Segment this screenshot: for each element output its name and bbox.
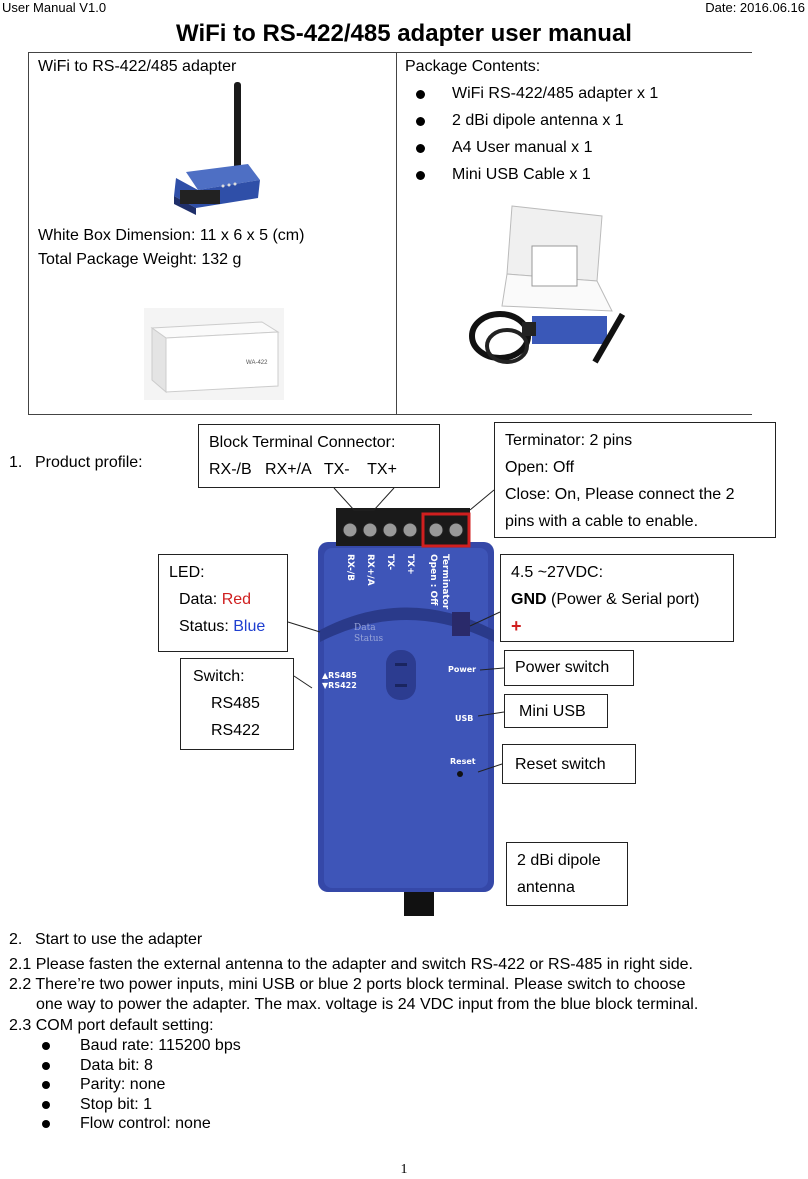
switch-option: RS485: [211, 695, 260, 712]
led-status-text: Status:: [179, 618, 234, 635]
white-box-photo: WA-422: [144, 308, 284, 400]
led-title: LED:: [169, 564, 205, 581]
terminator-label: Terminator: [440, 554, 450, 610]
power-input-callout: 4.5 ~27VDC: GND (Power & Serial port) +: [500, 554, 734, 642]
mini-usb-callout: Mini USB: [504, 694, 608, 728]
rs485-label: ▲RS485: [322, 671, 357, 680]
settings-list: Baud rate: 115200 bps Data bit: 8 Parity…: [42, 1036, 241, 1134]
led-status-value: Blue: [233, 618, 266, 635]
para-2-3: 2.3 COM port default setting:: [9, 1017, 214, 1034]
antenna-callout: 2 dBi dipole antenna: [506, 842, 628, 906]
antenna-line: antenna: [517, 879, 575, 896]
switch-option: RS422: [211, 722, 260, 739]
profile-number: 1.: [9, 454, 23, 471]
reset-switch-callout: Reset switch: [502, 744, 636, 784]
list-item: Parity: none: [42, 1075, 241, 1095]
profile-label: Product profile:: [35, 454, 143, 471]
terminator-line: Open: Off: [505, 459, 575, 476]
package-weight: Total Package Weight: 132 g: [38, 251, 242, 268]
pin-label: RX-/B: [345, 554, 355, 581]
list-item: Data bit: 8: [42, 1056, 241, 1076]
start-number: 2.: [9, 931, 23, 948]
pin-label: RX+/A: [365, 554, 375, 586]
led-status-label: Status: [354, 634, 384, 644]
box-dimension: White Box Dimension: 11 x 6 x 5 (cm): [38, 227, 305, 244]
list-item: Flow control: none: [42, 1114, 241, 1134]
open-off-label: Open : Off: [428, 554, 438, 606]
power-input-voltage: 4.5 ~27VDC:: [511, 564, 604, 581]
table-divider: [396, 52, 397, 414]
contents-title: Package Contents:: [405, 58, 541, 75]
block-terminal-title: Block Terminal Connector:: [209, 434, 396, 451]
adapter-title: WiFi to RS-422/485 adapter: [38, 58, 237, 75]
para-2-1: 2.1 Please fasten the external antenna t…: [9, 956, 693, 973]
page-number: 1: [400, 1162, 408, 1177]
contents-list: WiFi RS-422/485 adapter x 1 2 dBi dipole…: [416, 80, 658, 188]
contents-table: [28, 52, 752, 415]
package-photo: [469, 205, 626, 364]
switch-title: Switch:: [193, 668, 245, 685]
led-data-label: Data: [354, 623, 376, 633]
header-right: Date: 2016.06.16: [705, 0, 805, 15]
block-terminal-callout: Block Terminal Connector: RX-/B RX+/A TX…: [198, 424, 440, 488]
terminator-callout: Terminator: 2 pins Open: Off Close: On, …: [494, 422, 776, 538]
pin-label: TX-: [385, 554, 395, 570]
header-left: User Manual V1.0: [2, 0, 107, 15]
box-label: WA-422: [246, 360, 268, 366]
terminator-line: pins with a cable to enable.: [505, 513, 699, 530]
terminator-line: Terminator: 2 pins: [505, 432, 633, 449]
led-data-value: Red: [221, 591, 252, 608]
para-2-2a: 2.2 There’re two power inputs, mini USB …: [9, 976, 686, 993]
rs422-label: ▼RS422: [322, 681, 357, 690]
antenna-line: 2 dBi dipole: [517, 852, 601, 869]
start-heading: Start to use the adapter: [35, 931, 203, 948]
led-data-text: Data:: [179, 591, 222, 608]
power-switch-callout: Power switch: [504, 650, 634, 686]
list-item: 2 dBi dipole antenna x 1: [416, 107, 658, 134]
device-photo: RX-/B RX+/A TX- TX+ Terminator Open : Of…: [318, 508, 494, 916]
switch-callout: Switch: RS485 RS422: [180, 658, 294, 750]
adapter-photo: [174, 82, 260, 215]
list-item: A4 User manual x 1: [416, 134, 658, 161]
list-item: Mini USB Cable x 1: [416, 161, 658, 188]
power-label: Power: [448, 665, 476, 674]
page-title: WiFi to RS-422/485 adapter user manual: [176, 20, 632, 47]
pin-label: TX+: [405, 554, 415, 575]
plus-label: +: [511, 616, 522, 636]
led-callout: LED: Data: Red Status: Blue: [158, 554, 288, 652]
gnd-rest: (Power & Serial port): [546, 591, 700, 608]
block-terminal-pins: RX-/B RX+/A TX- TX+: [209, 461, 397, 478]
usb-label: USB: [455, 714, 473, 723]
list-item: Baud rate: 115200 bps: [42, 1036, 241, 1056]
para-2-2b: one way to power the adapter. The max. v…: [36, 996, 699, 1013]
list-item: WiFi RS-422/485 adapter x 1: [416, 80, 658, 107]
terminator-line: Close: On, Please connect the 2: [505, 486, 735, 503]
list-item: Stop bit: 1: [42, 1095, 241, 1115]
reset-label: Reset: [450, 757, 476, 766]
gnd-label: GND: [511, 591, 547, 608]
